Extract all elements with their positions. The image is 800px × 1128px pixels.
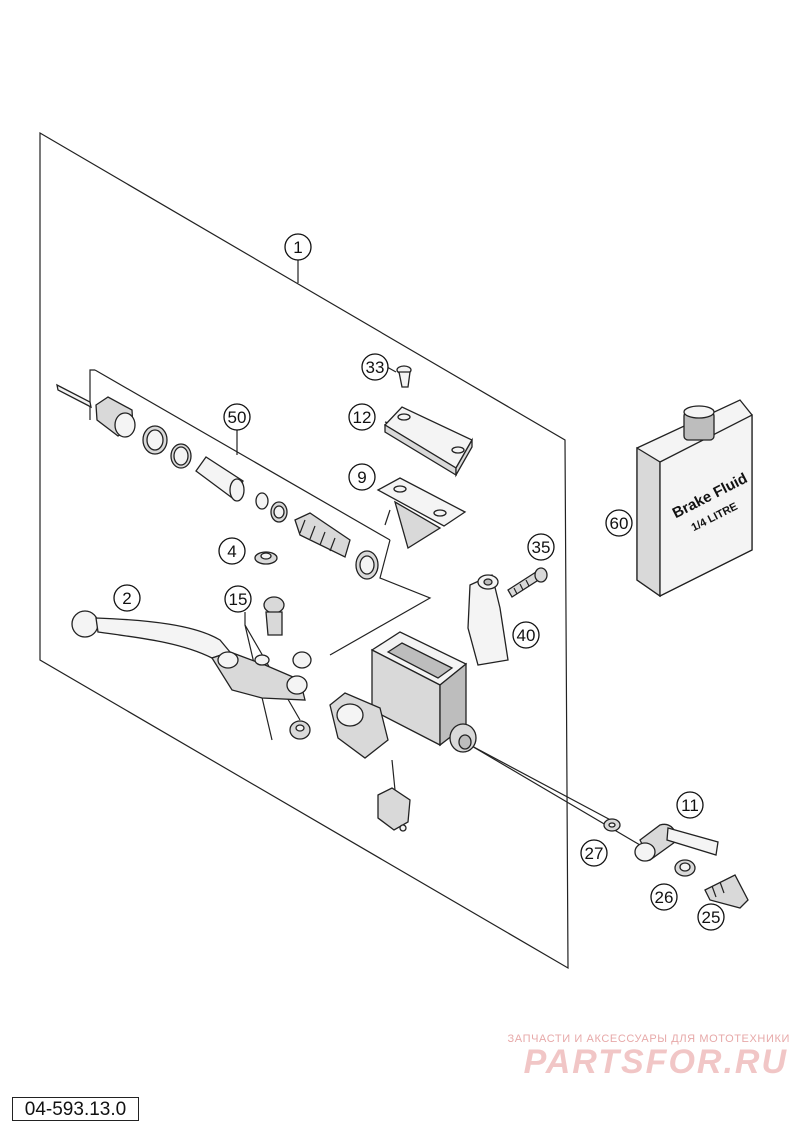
- callout-15-label: 15: [229, 590, 248, 609]
- callout-26-label: 26: [655, 888, 674, 907]
- callout-2-label: 2: [122, 589, 131, 608]
- callout-9-label: 9: [357, 468, 366, 487]
- washer-4: [254, 551, 278, 565]
- pivot-bolt-15: [263, 596, 311, 740]
- watermark-tagline: ЗАПЧАСТИ И АКСЕССУАРЫ ДЛЯ МОТОТЕХНИКИ: [507, 1033, 790, 1045]
- drawing-number: 04-593.13.0: [12, 1097, 139, 1121]
- watermark-brand: PARTSFOR.RU: [523, 1043, 788, 1081]
- callout-40: 40: [512, 621, 540, 649]
- callout-12-label: 12: [353, 408, 372, 427]
- callout-25: 25: [697, 903, 725, 931]
- callout-11-label: 11: [681, 796, 699, 815]
- callout-1: 1: [284, 233, 312, 261]
- callout-2: 2: [113, 584, 141, 612]
- diaphragm-9: [376, 477, 467, 550]
- reservoir-cover-12: [383, 406, 473, 478]
- callout-12: 12: [348, 403, 376, 431]
- callout-4: 4: [218, 537, 246, 565]
- callout-11: 11: [676, 791, 704, 819]
- clamp-bolt-35: [507, 567, 548, 598]
- callout-60: 60: [605, 509, 633, 537]
- callout-27: 27: [580, 839, 608, 867]
- callout-15: 15: [224, 585, 252, 613]
- callout-9: 9: [348, 463, 376, 491]
- callout-50: 50: [223, 403, 251, 431]
- callout-40-label: 40: [517, 626, 536, 645]
- callout-33-label: 33: [366, 358, 385, 377]
- callout-50-label: 50: [228, 408, 247, 427]
- callout-35: 35: [527, 533, 555, 561]
- callout-27-label: 27: [585, 844, 604, 863]
- screw-33: [396, 365, 412, 388]
- callout-4-label: 4: [227, 542, 236, 561]
- callout-1-label: 1: [293, 238, 302, 257]
- brake-fluid-bottle-60: [636, 399, 753, 598]
- callout-60-label: 60: [610, 514, 629, 533]
- callout-26: 26: [650, 883, 678, 911]
- callout-33: 33: [361, 353, 389, 381]
- brake-lever-2: [71, 610, 312, 701]
- banjo-fittings: [603, 818, 749, 909]
- callout-35-label: 35: [532, 538, 551, 557]
- callout-25-label: 25: [702, 908, 721, 927]
- handlebar-clamp-40: [467, 574, 509, 666]
- master-cylinder-body: [329, 631, 477, 759]
- brake-switch: [377, 759, 411, 832]
- piston-kit-50: [56, 383, 379, 580]
- assembly-frame: [39, 131, 569, 970]
